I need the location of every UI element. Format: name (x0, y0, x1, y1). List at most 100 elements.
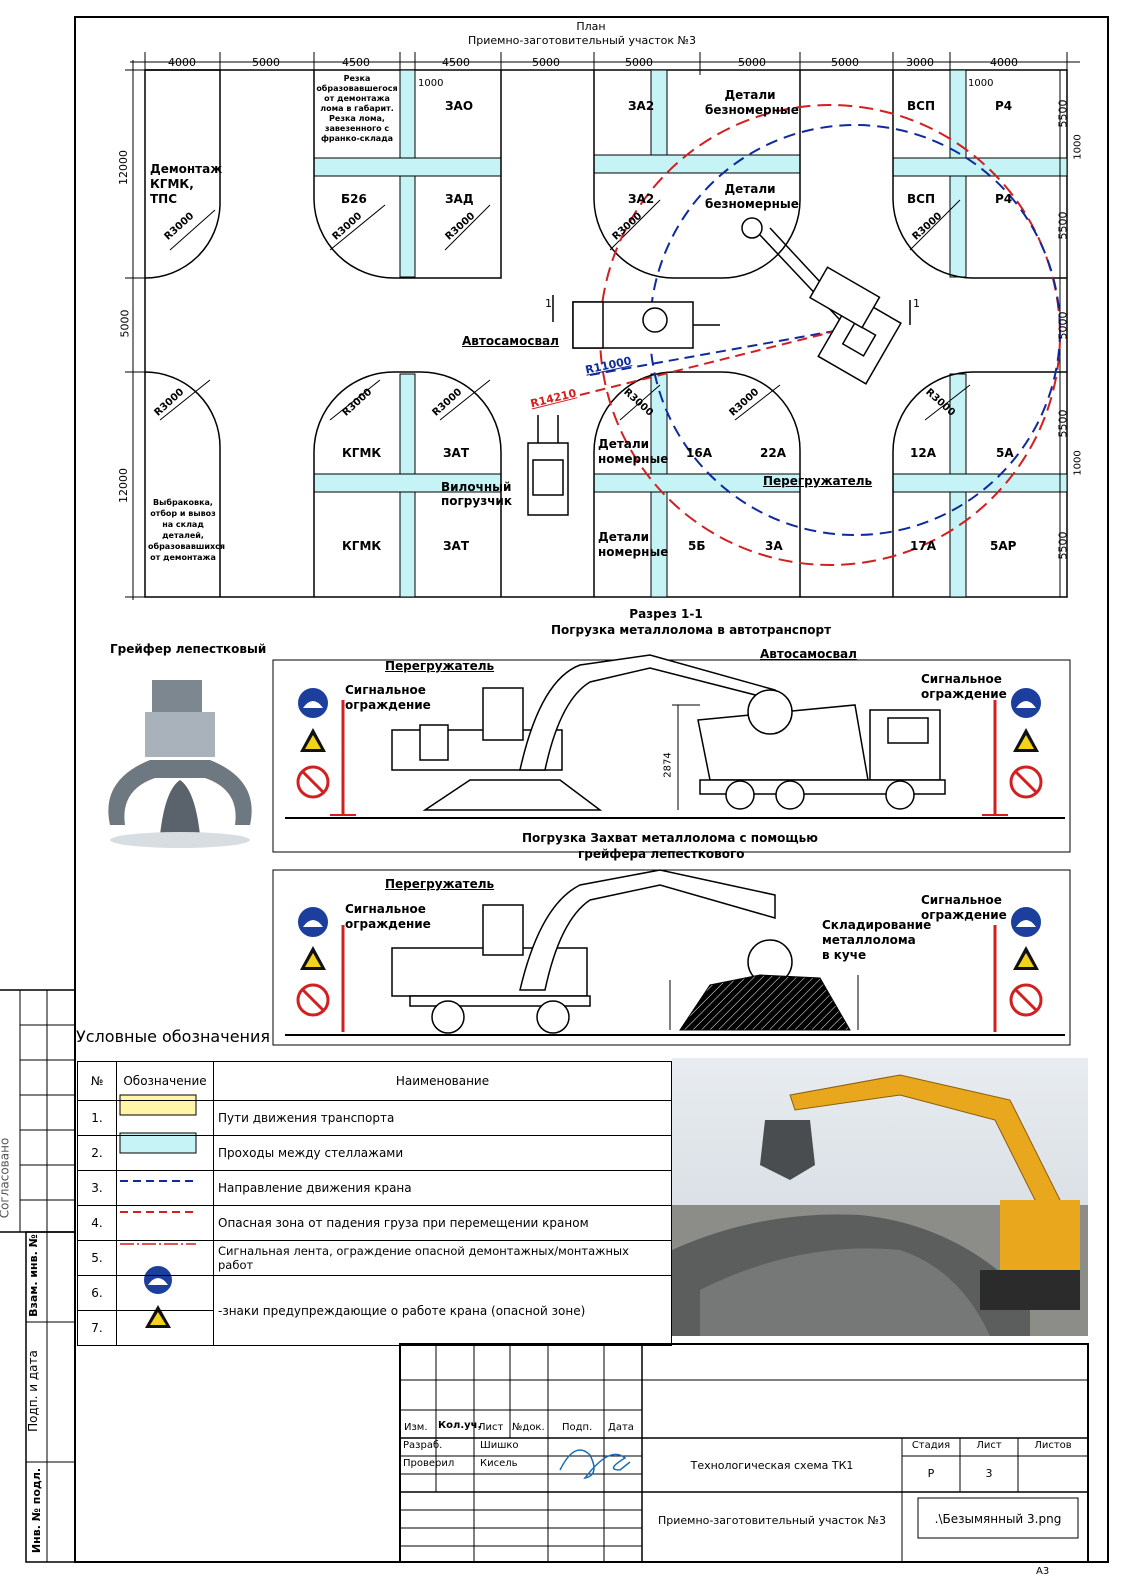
dim-gap-1: 1000 (418, 78, 444, 89)
zone-za2-top: ЗА2 (628, 99, 655, 113)
plan-subtitle: Приемно-заготовительный участок №3 (468, 34, 696, 47)
side-agreed: Согласовано (0, 1137, 12, 1219)
dim-top-6: 5000 (625, 56, 653, 69)
zone-details-2: Детали безномерные (705, 182, 799, 211)
dim-top-3: 4500 (342, 56, 370, 69)
dim-top-4: 4500 (442, 56, 470, 69)
zone-za2-bottom: ЗА2 (628, 192, 655, 206)
side-podp: Подп. и дата (25, 1350, 40, 1432)
zone-demontage: Демонтаж КГМК, ТПС (150, 162, 223, 206)
section-2-drawing (272, 869, 1071, 1046)
stamp-razrab-name: Шишко (480, 1440, 519, 1451)
zone-12a: 12А (910, 446, 936, 460)
zone-vsp-bottom: ВСП (907, 192, 935, 206)
zone-17a: 17А (910, 539, 936, 553)
section1-title: Разрез 1-1 (629, 607, 703, 621)
stamp-stage-header: Стадия (911, 1440, 951, 1451)
section-mark-right: 1 (913, 297, 920, 310)
crane-label: Перегружатель (763, 474, 873, 488)
stamp-izm: Изм. (404, 1422, 428, 1433)
stamp-ndok: №док. (512, 1422, 545, 1433)
stamp-file: .\Безымянный 3.png (934, 1512, 1062, 1526)
legend-row-no: 4. (77, 1205, 117, 1241)
stamp-proveril-name: Кисель (480, 1458, 518, 1469)
legend-table: № Обозначение Наименование 1.Пути движен… (77, 1061, 672, 1346)
dim-top-1: 4000 (168, 56, 196, 69)
stamp-razrab: Разраб. (403, 1440, 443, 1451)
legend-row-no: 6. (77, 1275, 117, 1311)
warning-signs (296, 686, 1043, 1017)
stamp-podp: Подп. (562, 1422, 593, 1433)
dim-right-4: 5500 (1056, 409, 1070, 438)
legend-title: Условные обозначения (76, 1027, 271, 1046)
dim-top-10: 4000 (990, 56, 1018, 69)
stamp-sheet: 3 (985, 1467, 993, 1480)
zone-cut-note: Резка образовавшегося от демонтажа лома … (316, 74, 398, 143)
section-1-drawing (272, 654, 1071, 853)
stamp-format: А3 (1036, 1566, 1050, 1577)
dim-right-3: 5000 (1056, 311, 1070, 340)
stamp-site: Приемно-заготовительный участок №3 (658, 1514, 886, 1527)
legend-row-no: 3. (77, 1170, 117, 1206)
section1-truck: Автосамосвал (760, 647, 857, 661)
legend-header-no: № (77, 1061, 117, 1101)
legend-row-name: Опасная зона от падения груза при переме… (213, 1205, 672, 1241)
plan-title: План (576, 20, 606, 33)
section-mark-left: 1 (545, 297, 552, 310)
title-block (399, 1343, 1089, 1563)
legend-row-name: Направление движения крана (213, 1170, 672, 1206)
stamp-sheets-header: Листов (1034, 1440, 1072, 1451)
section2-signal-right: Сигнальное ограждение (921, 893, 1007, 922)
legend-header-symbol: Обозначение (116, 1061, 214, 1101)
section1-signal-right: Сигнальное ограждение (921, 672, 1007, 701)
section1-signal-left: Сигнальное ограждение (345, 683, 431, 712)
dim-top-7: 5000 (738, 56, 766, 69)
zone-16a: 16А (686, 446, 712, 460)
zone-5a: 5А (996, 446, 1014, 460)
zone-22a: 22А (760, 446, 786, 460)
zone-kgmk-2: КГМК (342, 539, 382, 553)
legend-row-no: 5. (77, 1240, 117, 1276)
side-inv: Инв. № подл. (30, 1467, 44, 1554)
dim-right-1: 5500 (1056, 99, 1070, 128)
forklift-plan (527, 415, 569, 516)
zone-b26: Б26 (341, 192, 367, 206)
zone-zat-1: ЗАТ (443, 446, 469, 460)
zone-p4-bottom: Р4 (995, 192, 1013, 206)
stamp-proveril: Проверил (403, 1458, 455, 1469)
stamp-list: Лист (478, 1422, 504, 1433)
truck-label: Автосамосвал (462, 334, 559, 348)
legend-row-name: Сигнальная лента, ограждение опасной дем… (213, 1240, 672, 1276)
section1-height: 2874 (662, 752, 674, 778)
dim-left-1: 12000 (117, 150, 130, 185)
zone-vsp-top: ВСП (907, 99, 935, 113)
legend-row-no: 2. (77, 1135, 117, 1171)
section2-title: Погрузка Захват металлолома с помощью (522, 831, 818, 845)
zone-details-4: Детали номерные (598, 530, 669, 559)
stamp-kol: Кол.уч. (438, 1420, 482, 1431)
stamp-stage: Р (927, 1467, 935, 1480)
dim-gap-2: 1000 (968, 78, 994, 89)
dim-left-2: 5000 (118, 309, 132, 338)
dim-right-2: 5500 (1056, 211, 1070, 240)
dim-top-9: 3000 (906, 56, 934, 69)
zone-zao: ЗАО (445, 99, 474, 113)
zone-zad: ЗАД (445, 192, 474, 206)
section2-pile: Складирование металлолома в куче (822, 918, 932, 962)
side-stamp (0, 989, 76, 1563)
signature (559, 1449, 631, 1480)
zone-sort-note: Выбраковка, отбор и вывоз на склад детал… (148, 498, 226, 562)
stamp-sheet-header: Лист (976, 1440, 1002, 1451)
dim-right-gap-2: 1000 (1072, 450, 1084, 476)
zone-details-3: Детали номерные (598, 437, 669, 466)
zone-5ar: 5АР (990, 539, 1017, 553)
zone-p4-top: Р4 (995, 99, 1013, 113)
dim-top-5: 5000 (532, 56, 560, 69)
section2-signal-left: Сигнальное ограждение (345, 902, 431, 931)
zone-3a: 3А (765, 539, 783, 553)
crane-plan (741, 217, 911, 385)
forklift-label: Вилочный погрузчик (441, 480, 512, 508)
stamp-doc-title: Технологическая схема ТК1 (690, 1459, 854, 1472)
legend-row-name: Проходы между стеллажами (213, 1135, 672, 1171)
zone-5b: 5Б (688, 539, 706, 553)
